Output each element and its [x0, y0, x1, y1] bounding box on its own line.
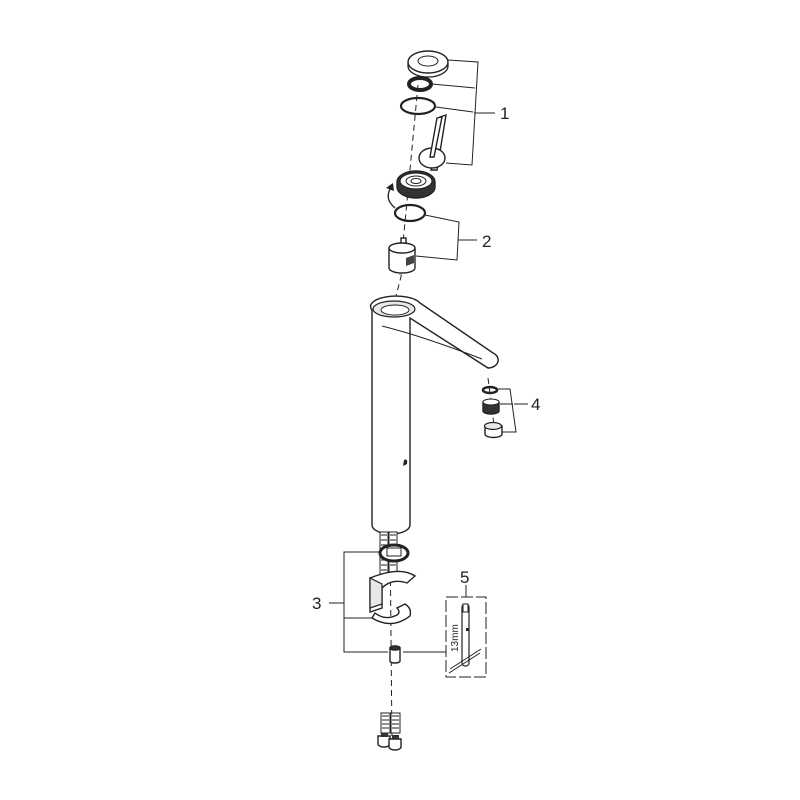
large-o-ring [399, 96, 437, 116]
faucet-body [369, 295, 499, 535]
aerator-insert [482, 398, 500, 415]
callout-label-3: 3 [312, 594, 321, 613]
small-o-ring [407, 76, 433, 92]
callout-group-2: 2 [386, 170, 491, 274]
logo-mark-icon [403, 459, 408, 466]
callout-label-4: 4 [531, 395, 540, 414]
callout-label-2: 2 [482, 232, 491, 251]
mounting-nut [389, 645, 401, 664]
horseshoe-plate [369, 570, 417, 613]
wrench-size-label: 13mm [450, 624, 461, 652]
ceramic-cartridge [388, 237, 416, 274]
cover-cap [407, 50, 449, 78]
lever-handle [418, 113, 447, 171]
callout-group-3: 3 [312, 543, 446, 664]
callout-label-5: 5 [460, 568, 469, 587]
aerator-housing [483, 421, 503, 439]
supply-hose-fittings [377, 712, 402, 751]
mounting-washer [378, 543, 410, 563]
callout-group-1: 1 [399, 50, 509, 171]
horseshoe-clamp [371, 603, 412, 625]
callout-group-5: 13mm 5 [445, 568, 487, 678]
callout-group-4: 4 [481, 385, 540, 439]
arrowhead-icon [386, 183, 394, 191]
callout-label-1: 1 [500, 104, 509, 123]
cartridge-nut [396, 170, 436, 199]
cartridge-o-ring [393, 203, 427, 223]
aerator-washer [481, 385, 499, 395]
wrench-13mm [448, 603, 482, 674]
